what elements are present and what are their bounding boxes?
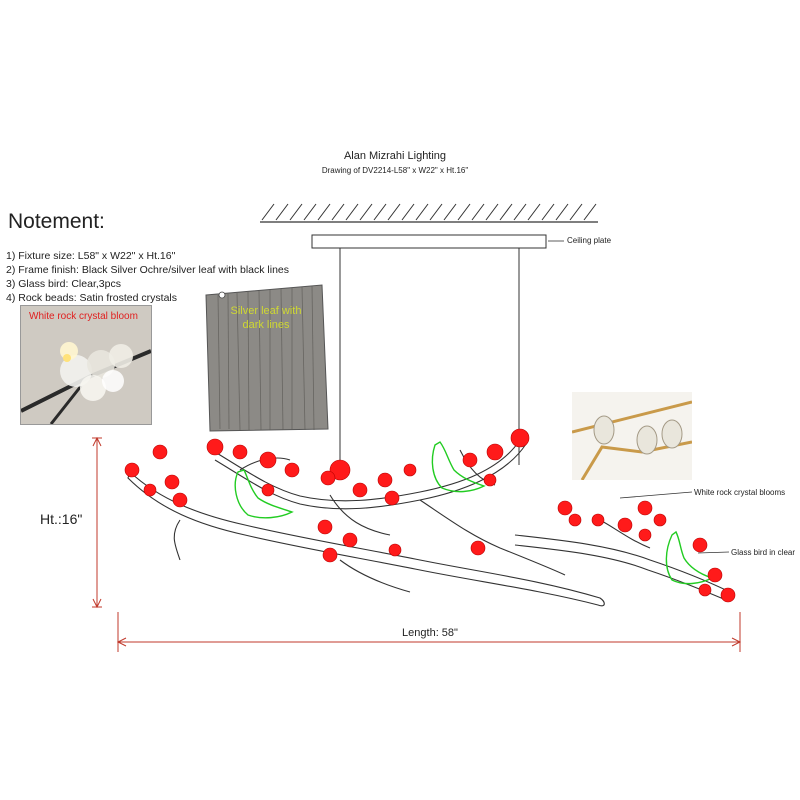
- height-dimension: [92, 436, 102, 609]
- silver-leaf-caption-line1: Silver leaf with: [230, 305, 302, 317]
- drawing-subtitle: Drawing of DV2214-L58" x W22" x Ht.16": [321, 166, 469, 175]
- ceiling-hatch: [260, 203, 598, 223]
- glass-bird-1: [234, 469, 294, 519]
- glass-bird-2: [431, 441, 486, 493]
- ceiling-plate-label: Ceiling plate: [567, 236, 612, 245]
- glass-bird-illustration: [571, 392, 693, 481]
- glass-bird-3: [665, 530, 714, 585]
- blooms-label: White rock crystal blooms: [694, 488, 786, 497]
- bird-leader: [697, 551, 730, 554]
- notes-heading: Notement:: [8, 210, 105, 233]
- ceiling-plate: [311, 234, 547, 249]
- note-frame-finish: 2) Frame finish: Black Silver Ochre/silv…: [6, 264, 290, 276]
- glass-bird-photo: [571, 392, 693, 481]
- height-label: Ht.:16": [40, 511, 83, 527]
- silver-leaf-swatch: Silver leaf with dark lines: [204, 283, 330, 433]
- silver-leaf-caption-line2: dark lines: [242, 318, 290, 331]
- crystal-blooms: [124, 428, 736, 603]
- crystal-bloom-caption: White rock crystal bloom: [29, 311, 138, 322]
- crystal-bloom-photo: White rock crystal bloom: [20, 305, 152, 425]
- crystal-bloom-illustration: [21, 306, 151, 424]
- blooms-leader: [619, 491, 693, 499]
- bird-label: Glass bird in clear: [731, 548, 796, 557]
- branch-outlines: [127, 439, 731, 607]
- note-rock-beads: 4) Rock beads: Satin frosted crystals: [6, 292, 177, 304]
- silver-leaf-caption: Silver leaf with dark lines: [210, 305, 322, 333]
- note-fixture-size: 1) Fixture size: L58" x W22" x Ht.16": [6, 250, 176, 262]
- note-glass-bird: 3) Glass bird: Clear,3pcs: [6, 278, 121, 290]
- length-dimension: [116, 612, 742, 652]
- silver-leaf-texture: [205, 284, 329, 432]
- drawing-title: Alan Mizrahi Lighting: [343, 150, 447, 162]
- length-label: Length: 58": [402, 627, 458, 639]
